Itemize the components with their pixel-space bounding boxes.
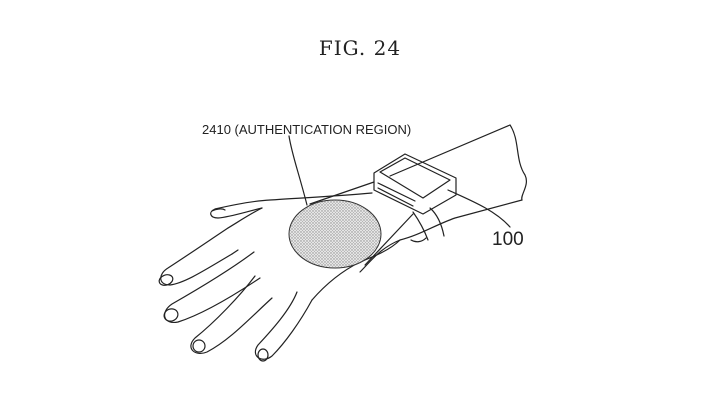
projection-line-lower [364, 213, 414, 266]
forearm-cut-edge [509, 124, 527, 201]
projection-line-upper [309, 181, 375, 205]
device-reference-label: 100 [492, 229, 524, 250]
thumb-outline [210, 192, 373, 219]
authentication-region-label: 2410 (AUTHENTICATION REGION) [202, 122, 412, 137]
fingernail-middle [163, 308, 179, 322]
watch-side-slot [377, 182, 416, 207]
figure-title: FIG. 24 [318, 36, 402, 60]
watch-outer-case [373, 153, 457, 215]
wrist-band-clasp [410, 237, 427, 243]
forearm-upper-edge [389, 124, 511, 177]
forearm-lower-edge [359, 199, 523, 273]
index-finger-gap [231, 249, 239, 255]
authentication-region [288, 199, 382, 269]
index-finger [160, 227, 233, 286]
fingernail-ring [192, 339, 206, 353]
watch-screen [379, 157, 451, 199]
ring-finger [190, 275, 273, 354]
region-leader-line [288, 135, 308, 206]
fingernail-index [158, 274, 174, 286]
thumb-inner-line [227, 207, 263, 229]
thumbnail [211, 208, 226, 212]
fingernail-little [257, 348, 269, 362]
wrist-band-front [412, 211, 429, 241]
wrist-band-back [429, 207, 445, 237]
device-leader-line [447, 189, 511, 228]
